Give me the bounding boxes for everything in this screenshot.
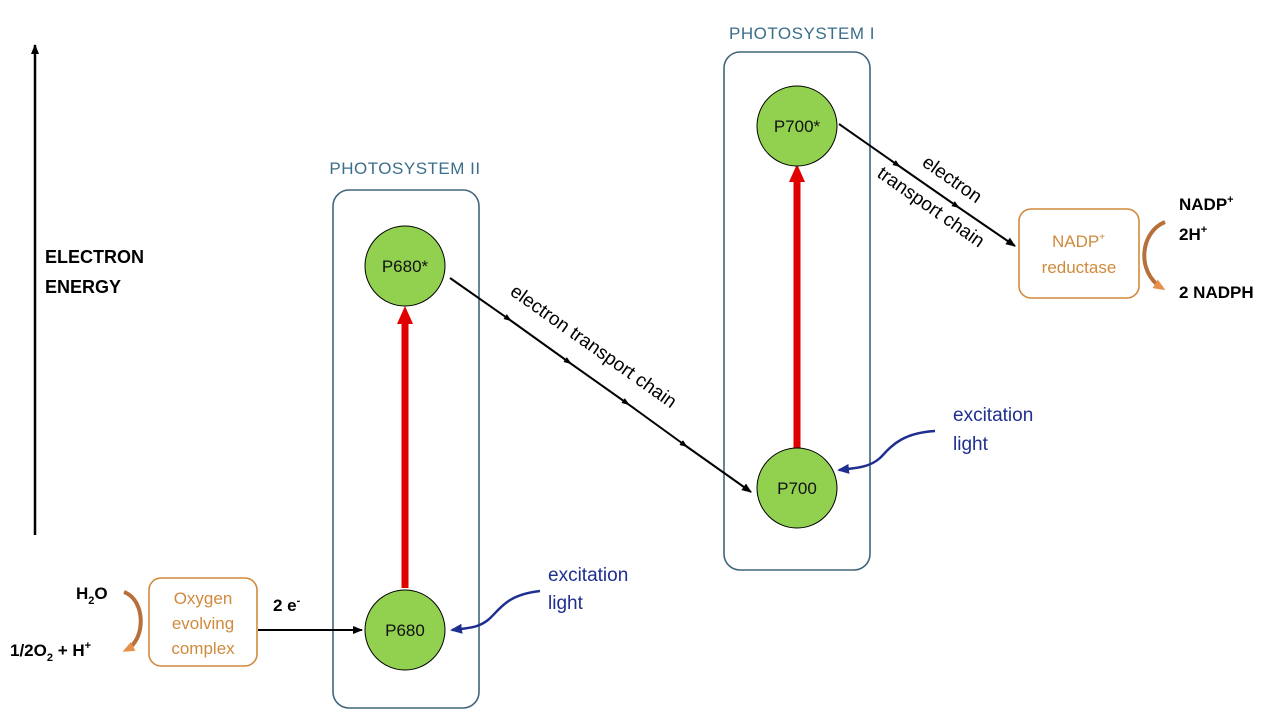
excitation-light-ii-line2: light — [548, 593, 584, 614]
excitation-light-ii-line1: excitation — [548, 565, 628, 586]
excitation-light-i-arrow — [837, 429, 936, 474]
p700-excited-label: P700* — [774, 117, 821, 136]
photosystem-i-title: PHOTOSYSTEM I — [729, 24, 875, 43]
p700-ground-node — [756, 447, 838, 529]
p680-excited-label: P680* — [382, 257, 429, 276]
nadp-reduction-arrow — [1142, 220, 1166, 291]
nadp-reductase-box — [1018, 208, 1140, 299]
proton-input-label: 2H+ — [1179, 224, 1207, 244]
p700-ground-label: P700 — [777, 479, 817, 498]
oec-label-line3: complex — [171, 639, 235, 658]
oxygen-evolving-complex-box — [148, 577, 258, 667]
axis-label-line2: ENERGY — [45, 277, 121, 297]
electron-transport-chain-ii — [449, 277, 752, 493]
nadp-input-label: NADP+ — [1179, 194, 1234, 214]
etc-ii-label: electron transport chain — [506, 281, 680, 413]
photosystem-ii-box — [332, 189, 480, 709]
excitation-light-ii-arrow — [450, 589, 541, 634]
nadp-reductase-line2: reductase — [1042, 258, 1117, 277]
oec-label-line1: Oxygen — [174, 589, 233, 608]
oec-label-line2: evolving — [172, 614, 234, 633]
water-label: H2O — [76, 584, 108, 607]
p700-excited-node — [756, 85, 838, 167]
excitation-light-i-line1: excitation — [953, 405, 1033, 426]
electrons-label: 2 e- — [273, 595, 301, 615]
photosystem-i-box — [723, 51, 871, 571]
excitation-light-i-line2: light — [953, 434, 989, 455]
nadph-output-label: 2 NADPH — [1179, 283, 1254, 302]
p680-ground-label: P680 — [385, 621, 425, 640]
photosystem-ii-title: PHOTOSYSTEM II — [329, 159, 480, 178]
p680-ground-node — [364, 589, 446, 671]
oxygen-proton-label: 1/2O2 + H+ — [10, 640, 91, 664]
water-splitting-arrow — [122, 590, 143, 652]
axis-label-line1: ELECTRON — [45, 247, 144, 267]
p680-excited-node — [364, 225, 446, 307]
electron-transport-chain-i — [838, 123, 1016, 247]
nadp-reductase-line1: NADP+ — [1052, 232, 1105, 251]
